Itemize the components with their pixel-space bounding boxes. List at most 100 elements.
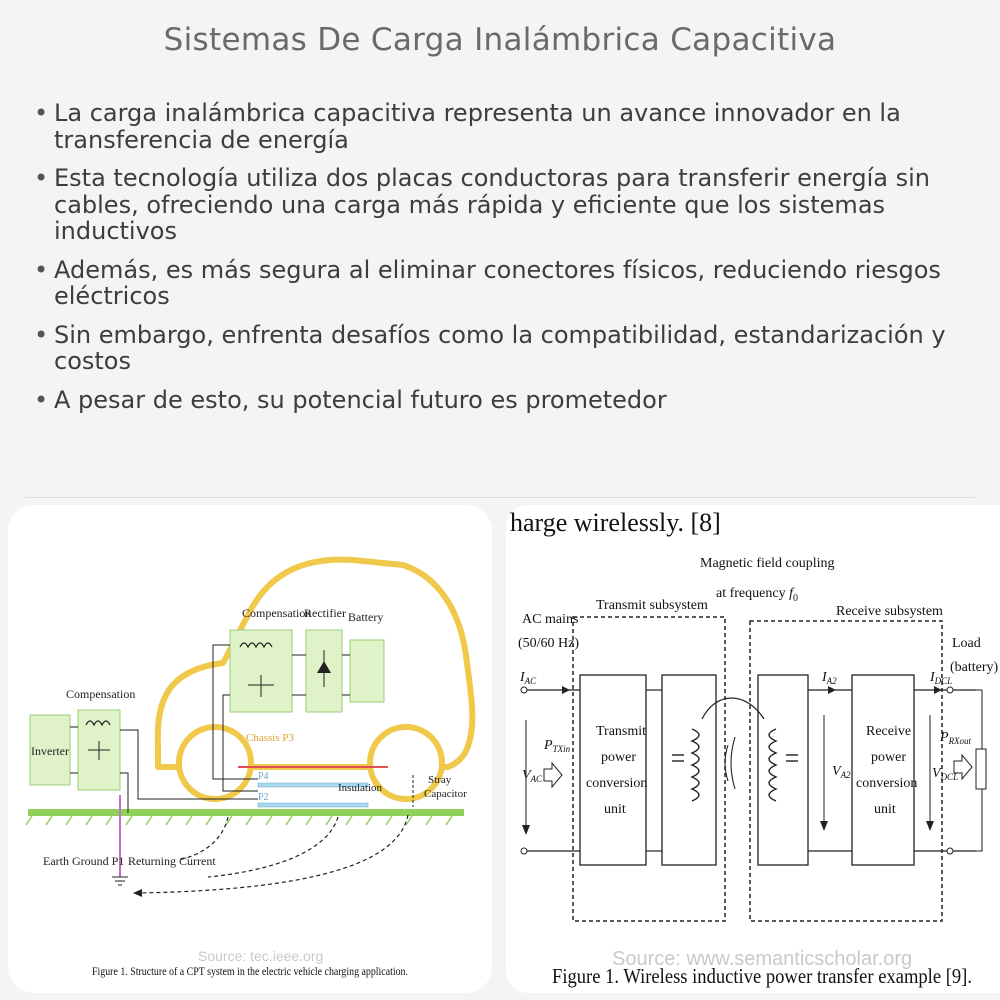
cpt-figure-panel: Inverter Compensation Chassis P3 P4 P2 I… (8, 505, 492, 993)
transmit-unit-text: unit (604, 802, 626, 817)
figure-caption: Figure 1. Structure of a CPT system in t… (92, 964, 408, 978)
inverter-box (29, 714, 71, 786)
current-arrow (934, 686, 942, 694)
p-rxout-label: PRXout (939, 730, 972, 746)
bullet-item: Sin embargo, enfrenta desafíos como la c… (30, 321, 975, 375)
ipt-diagram: harge wirelessly. [8] Magnetic field cou… (510, 508, 999, 988)
page-title: Sistemas De Carga Inalámbrica Capacitiva (163, 22, 837, 58)
ground-wires (70, 726, 258, 813)
transmit-capacitor (672, 754, 684, 762)
p-txin-subscript: TXin (553, 744, 571, 754)
field-arcs (724, 736, 736, 790)
terminal (520, 686, 528, 694)
frequency-text: at frequency (716, 586, 786, 601)
receive-unit-text: power (871, 750, 906, 765)
transmit-subsystem-label: Transmit subsystem (596, 598, 708, 613)
i-dcl-subscript: DCL (934, 676, 953, 686)
terminal (520, 847, 528, 855)
v-a2-label: VA2 (832, 764, 851, 780)
frequency-subscript: 0 (793, 593, 798, 604)
magnetic-coupling-label: Magnetic field coupling (700, 556, 835, 571)
terminal (946, 686, 954, 694)
battery-label: Battery (348, 610, 383, 624)
figure-caption: Figure 1. Wireless inductive power trans… (552, 964, 972, 988)
bullet-item: La carga inalámbrica capacitiva represen… (30, 100, 975, 153)
v-a2-subscript: A2 (840, 770, 851, 780)
i-a2-label: IA2 (821, 670, 837, 686)
p-rxout-symbol: P (939, 730, 949, 745)
receive-coil (768, 728, 778, 802)
capacitor-label: Capacitor (424, 788, 467, 800)
v-ac-label: VAC (522, 768, 543, 784)
transmit-unit-box (579, 674, 647, 866)
transmit-coil-box (661, 674, 717, 866)
coupling-arc (701, 697, 765, 720)
return-current-arcs (137, 814, 409, 894)
p-txin-symbol: P (543, 738, 553, 753)
ipt-figure-panel: harge wirelessly. [8] Magnetic field cou… (506, 505, 1000, 993)
ac-mains-label: AC mains (522, 612, 578, 627)
transmit-unit-text: conversion (586, 776, 647, 791)
car-inductor-symbol (239, 642, 273, 649)
arrow-head (522, 825, 530, 835)
bullet-item: A pesar de esto, su potencial futuro es … (30, 386, 975, 414)
plate-p4 (257, 782, 369, 788)
load-wires (976, 689, 983, 852)
v-ac-symbol: V (522, 768, 532, 783)
i-a2-symbol: I (821, 670, 828, 685)
i-ac-symbol: I (519, 670, 526, 685)
i-ac-subscript: AC (524, 676, 537, 686)
ground-strip (28, 809, 464, 816)
bullet-item: Además, es más segura al eliminar conect… (30, 256, 975, 310)
car-compensation-box (229, 629, 293, 713)
v-dcl-label: VDCL (932, 766, 958, 782)
bullet-item: Esta tecnología utiliza dos placas condu… (30, 165, 975, 245)
i-ac-label: IAC (519, 670, 537, 686)
ac-mains-freq-label: (50/60 Hz) (518, 636, 579, 651)
receive-subsystem-label: Receive subsystem (836, 604, 943, 619)
source-watermark: Source: www.semanticscholar.org (612, 948, 912, 970)
load-resistor (975, 748, 987, 790)
insulation-label: Insulation (338, 782, 382, 794)
receive-unit-text: conversion (856, 776, 917, 791)
arrow-head (926, 821, 934, 831)
chassis-label: Chassis P3 (246, 732, 294, 744)
source-watermark: Source: tec.ieee.org (198, 948, 323, 964)
receive-coil-box (757, 674, 809, 866)
v-dcl-symbol: V (932, 766, 942, 781)
arrow-head (820, 821, 828, 831)
p2-label: P2 (258, 792, 269, 803)
receive-subsystem-box (749, 620, 943, 922)
current-arrow (562, 686, 570, 694)
front-wheel (176, 724, 254, 802)
i-a2-subscript: A2 (826, 676, 837, 686)
terminal (946, 847, 954, 855)
receive-unit-text: Receive (866, 724, 911, 739)
inverter-label: Inverter (31, 744, 69, 758)
car-wires (212, 644, 350, 792)
power-out-arrow (953, 753, 973, 781)
battery-box (349, 639, 385, 703)
p-txin-label: PTXin (543, 738, 571, 754)
receive-unit-text: unit (874, 802, 896, 817)
returning-current-label: Returning Current (128, 854, 216, 868)
transmit-unit-text: Transmit (596, 724, 646, 739)
ground-compensation-label: Compensation (66, 687, 135, 701)
frequency-symbol: f (789, 586, 795, 601)
i-dcl-label: IDCL (929, 670, 952, 686)
rear-wheel (367, 724, 445, 802)
p-rxout-subscript: RXout (948, 736, 972, 746)
i-dcl-symbol: I (929, 670, 936, 685)
current-arrow (828, 686, 836, 694)
car-compensation-label: Compensation (242, 606, 311, 620)
ground-symbol (112, 876, 128, 886)
header-fragment: harge wirelessly. [8] (510, 508, 721, 537)
v-dcl-subscript: DCL (940, 772, 959, 782)
ground-hatch (25, 815, 453, 826)
transmit-coil (690, 728, 700, 802)
receive-capacitor (786, 754, 798, 762)
arrow-head (133, 889, 142, 897)
plate-p2 (257, 802, 369, 808)
bullet-list: La carga inalámbrica capacitiva represen… (30, 100, 975, 425)
ground-inductor-symbol (85, 720, 111, 727)
